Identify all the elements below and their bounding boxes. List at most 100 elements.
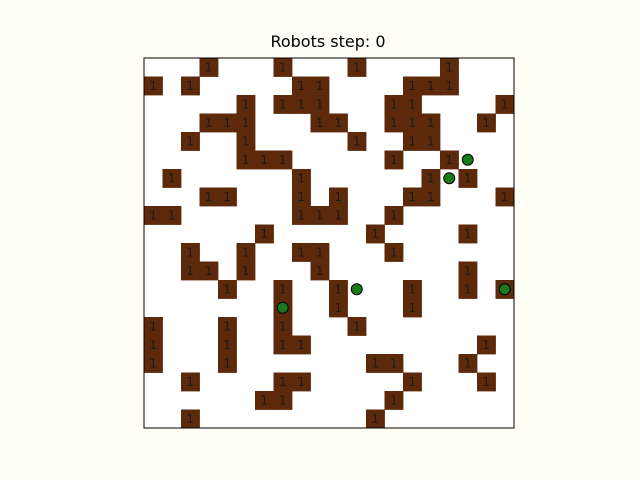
wall-cell <box>292 206 311 225</box>
wall-cell <box>329 280 348 299</box>
wall-label: 1 <box>482 338 490 352</box>
wall-label: 1 <box>316 116 324 130</box>
wall-cell <box>458 169 478 188</box>
wall-cell <box>236 132 256 151</box>
wall-label: 1 <box>279 338 287 352</box>
wall-label: 1 <box>316 245 324 259</box>
wall-label: 1 <box>408 79 416 93</box>
wall-label: 1 <box>205 60 213 74</box>
wall-label: 1 <box>149 79 157 93</box>
wall-label: 1 <box>371 412 379 426</box>
wall-cell <box>329 298 348 318</box>
wall-cell <box>273 335 293 355</box>
wall-cell <box>218 335 237 355</box>
wall-label: 1 <box>279 393 287 407</box>
wall-label: 1 <box>464 227 472 241</box>
wall-cell <box>310 113 330 133</box>
wall-label: 1 <box>334 190 342 204</box>
wall-label: 1 <box>501 97 509 111</box>
wall-cell <box>292 169 311 188</box>
wall-label: 1 <box>149 338 157 352</box>
wall-label: 1 <box>408 301 416 315</box>
wall-cell <box>421 132 441 151</box>
wall-cell <box>421 76 441 96</box>
wall-label: 1 <box>390 393 398 407</box>
wall-label: 1 <box>464 356 472 370</box>
wall-label: 1 <box>260 227 268 241</box>
wall-cell <box>440 58 459 77</box>
wall-label: 1 <box>334 282 342 296</box>
wall-cell <box>236 243 256 262</box>
wall-cell <box>310 95 330 114</box>
wall-cell <box>218 280 237 299</box>
wall-label: 1 <box>316 208 324 222</box>
wall-cell <box>218 113 237 133</box>
wall-cell <box>181 409 200 429</box>
wall-cell <box>255 391 274 410</box>
wall-cell <box>310 243 330 262</box>
wall-cell <box>329 206 348 225</box>
wall-cell <box>236 95 256 114</box>
wall-cell <box>495 187 515 207</box>
wall-label: 1 <box>168 208 176 222</box>
wall-label: 1 <box>186 412 194 426</box>
wall-label: 1 <box>279 60 287 74</box>
wall-label: 1 <box>408 375 416 389</box>
wall-label: 1 <box>297 375 305 389</box>
wall-label: 1 <box>297 79 305 93</box>
wall-label: 1 <box>223 338 231 352</box>
wall-cell <box>273 317 293 336</box>
wall-cell <box>181 132 200 151</box>
wall-label: 1 <box>168 171 176 185</box>
wall-label: 1 <box>390 208 398 222</box>
wall-cell <box>181 261 200 281</box>
wall-label: 1 <box>408 282 416 296</box>
wall-cell <box>403 76 422 96</box>
wall-cell <box>403 95 422 114</box>
wall-label: 1 <box>445 60 453 74</box>
wall-cell <box>236 261 256 281</box>
wall-label: 1 <box>390 245 398 259</box>
wall-cell <box>310 206 330 225</box>
wall-label: 1 <box>223 282 231 296</box>
wall-cell <box>477 335 496 355</box>
wall-label: 1 <box>427 190 435 204</box>
wall-cell <box>347 58 367 77</box>
wall-cell <box>199 261 219 281</box>
wall-label: 1 <box>390 153 398 167</box>
robot-marker <box>350 283 363 296</box>
wall-cell <box>144 335 163 355</box>
wall-label: 1 <box>427 134 435 148</box>
wall-label: 1 <box>149 208 157 222</box>
wall-cell <box>292 76 311 96</box>
wall-cell <box>218 354 237 373</box>
wall-cell <box>273 372 293 392</box>
wall-label: 1 <box>501 190 509 204</box>
wall-label: 1 <box>353 60 361 74</box>
wall-cell <box>440 76 459 96</box>
wall-cell <box>384 354 404 373</box>
wall-cell <box>273 95 293 114</box>
wall-label: 1 <box>297 97 305 111</box>
wall-label: 1 <box>186 245 194 259</box>
wall-cell <box>495 95 515 114</box>
wall-cell <box>384 150 404 170</box>
wall-label: 1 <box>242 153 250 167</box>
wall-label: 1 <box>482 116 490 130</box>
wall-label: 1 <box>334 208 342 222</box>
wall-label: 1 <box>279 375 287 389</box>
board-border <box>143 57 515 429</box>
robot-marker <box>276 301 289 314</box>
wall-label: 1 <box>223 356 231 370</box>
wall-cell <box>366 224 385 244</box>
wall-cell <box>403 113 422 133</box>
wall-label: 1 <box>260 153 268 167</box>
wall-label: 1 <box>353 319 361 333</box>
wall-cell <box>162 206 182 225</box>
wall-label: 1 <box>279 319 287 333</box>
wall-cell <box>458 280 478 299</box>
wall-label: 1 <box>297 171 305 185</box>
wall-cell <box>403 187 422 207</box>
wall-label: 1 <box>186 134 194 148</box>
